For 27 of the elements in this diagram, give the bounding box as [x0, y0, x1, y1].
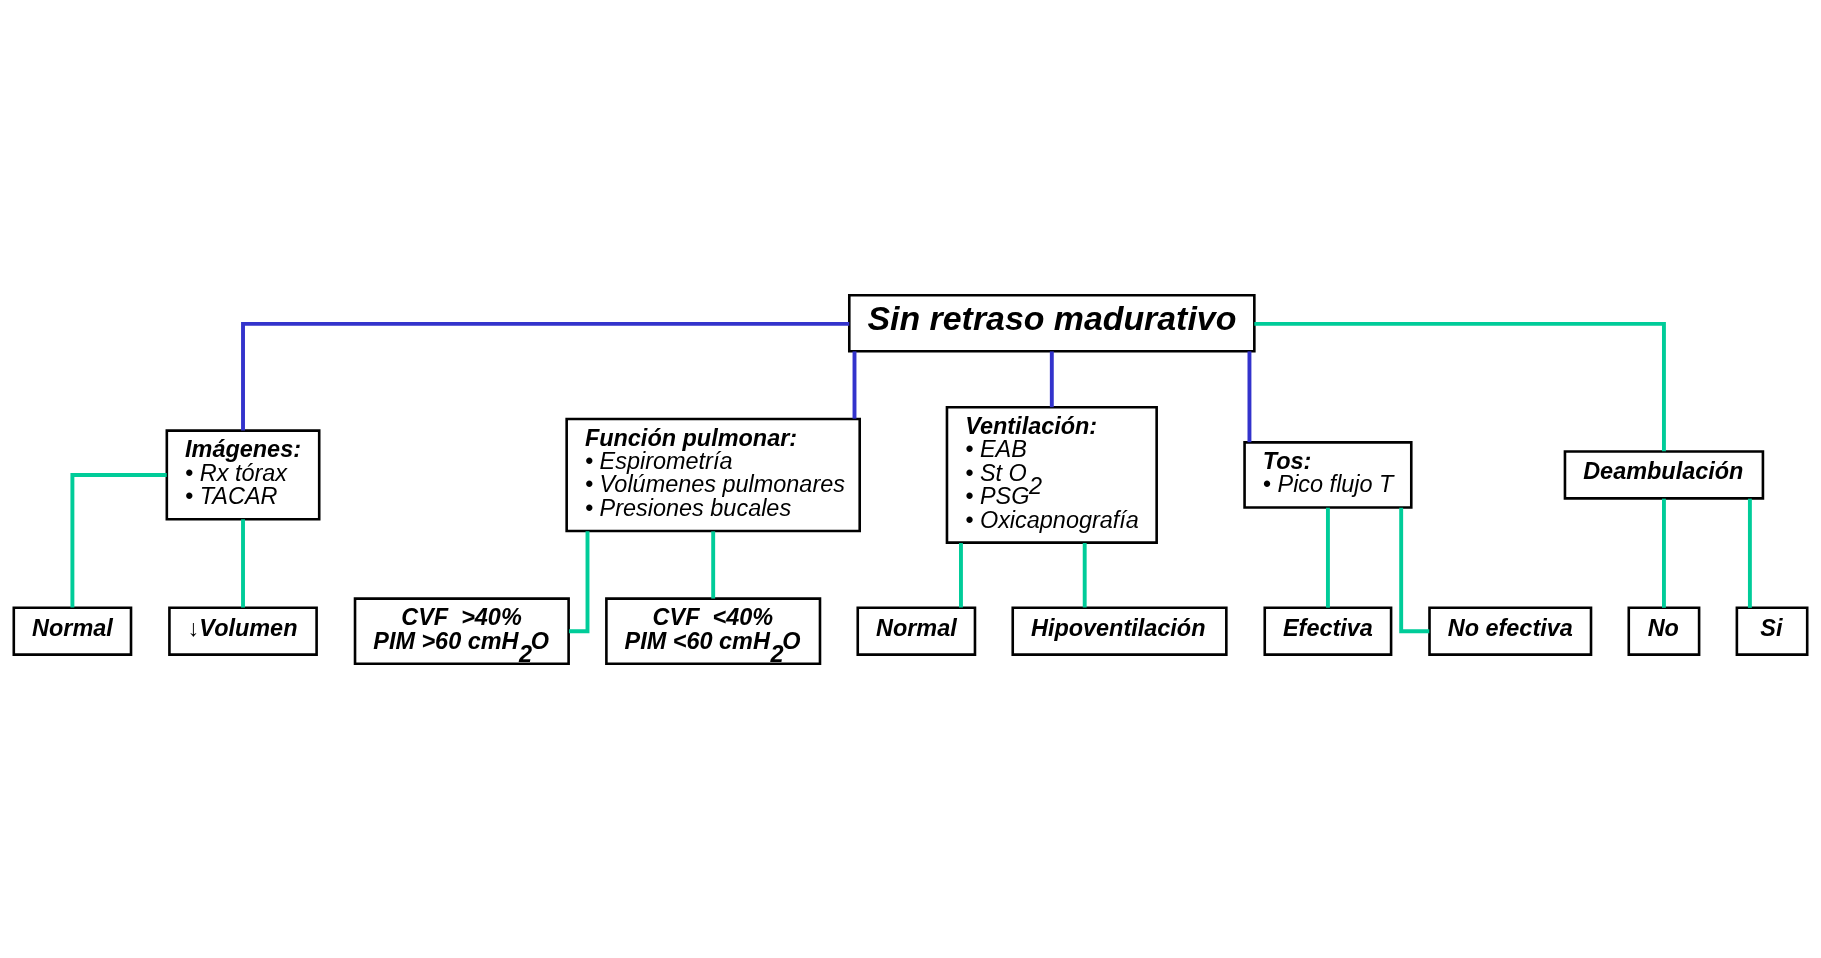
node-box: ↓Volumen — [168, 606, 318, 656]
connector — [1662, 498, 1666, 608]
node-box: Normal — [12, 606, 133, 656]
connector — [1082, 542, 1087, 607]
connector — [1325, 507, 1330, 608]
connector — [70, 472, 167, 607]
connector — [1247, 350, 1252, 442]
connector — [1049, 350, 1054, 407]
connector — [959, 542, 963, 607]
connector — [241, 518, 245, 608]
connector — [852, 350, 857, 419]
connector — [1747, 498, 1752, 608]
node-box: Función pulmonar: • Espirometría • Volúmenes pulmonares • Presiones bucales — [565, 417, 861, 532]
node-box: Efectiva — [1263, 606, 1393, 656]
node-box: Hipoventilación — [1011, 606, 1228, 656]
node-box: Normal — [856, 606, 977, 656]
node-box: Si — [1735, 606, 1809, 656]
node-box: Imágenes: • Rx tórax • TACAR — [165, 428, 321, 520]
node-box: Sin retraso madurativo — [848, 293, 1256, 352]
node-box: No — [1627, 606, 1701, 656]
connector — [711, 530, 716, 599]
connector — [241, 321, 850, 430]
node-box: Deambulación — [1563, 449, 1765, 500]
connector — [568, 530, 590, 633]
node-box: No efectiva — [1428, 606, 1593, 656]
connector — [1254, 321, 1666, 451]
node-box: Tos: • Pico flujo T — [1243, 440, 1413, 509]
